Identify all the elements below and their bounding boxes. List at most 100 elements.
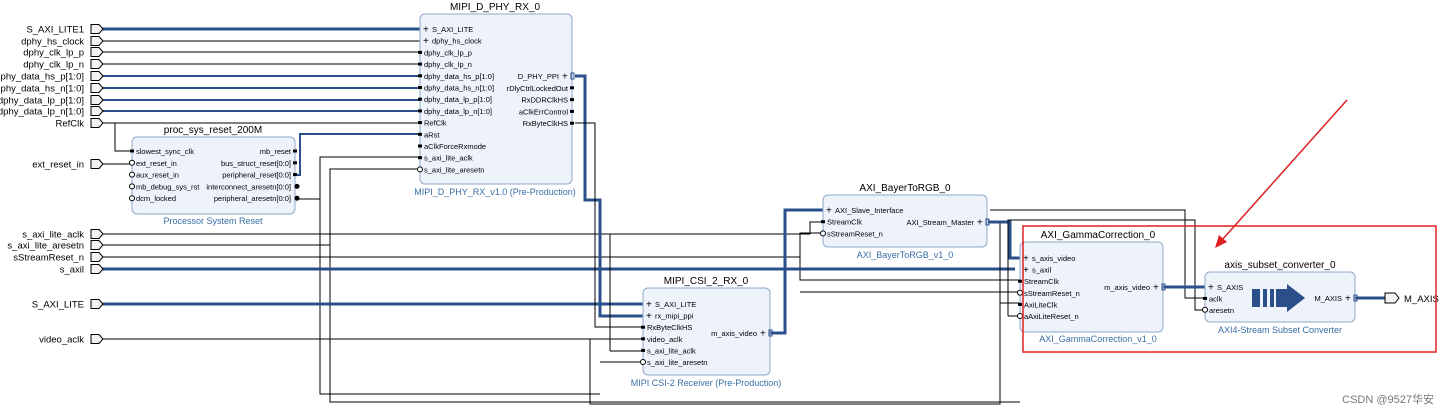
pin-s-axi-lite[interactable]: +S_AXI_LITE xyxy=(423,25,473,36)
pin-ext-reset-in[interactable]: ext_reset_in xyxy=(129,159,177,168)
input-port-shape xyxy=(90,252,104,262)
pin-s-axi-lite-aclk[interactable]: s_axi_lite_aclk xyxy=(641,346,696,355)
pin-dphy-clk-lp-p[interactable]: dphy_clk_lp_p xyxy=(418,48,472,57)
port-dphy-data-hs-p[interactable]: dphy_data_hs_p[1:0] xyxy=(0,71,104,83)
pin-s-axil[interactable]: +s_axil xyxy=(1023,265,1052,276)
inverted-pin-icon xyxy=(1202,306,1208,313)
input-port-shape xyxy=(90,299,104,309)
port-m-axis[interactable]: M_AXIS xyxy=(1384,292,1439,305)
pin-label: peripheral_reset[0:0] xyxy=(222,171,291,180)
port-sstreamreset-n[interactable]: sStreamReset_n xyxy=(13,252,104,264)
port-ext-reset-in[interactable]: ext_reset_in xyxy=(32,159,104,171)
port-label: dphy_data_hs_n[1:0] xyxy=(0,84,84,95)
port-video-aclk[interactable]: video_aclk xyxy=(39,334,104,346)
pin-aux-reset-in[interactable]: aux_reset_in xyxy=(129,171,179,180)
port-s-axi-lite[interactable]: S_AXI_LITE xyxy=(32,299,104,311)
inverted-pin-icon xyxy=(1017,289,1023,296)
bus-pin-marker xyxy=(1161,283,1166,291)
input-port-shape xyxy=(90,95,104,105)
pin-dphy-clk-lp-n[interactable]: dphy_clk_lp_n xyxy=(418,60,472,69)
port-s-axil[interactable]: s_axil xyxy=(60,264,104,276)
pin-axi-stream-master[interactable]: +AXI_Stream_Master xyxy=(906,218,990,229)
pin-m-axis-video[interactable]: +m_axis_video xyxy=(711,329,773,340)
block-axi-bayer-to-rgb[interactable]: AXI_BayerToRGB_0 +AXI_Slave_InterfaceStr… xyxy=(820,183,990,260)
block-axis-subset-converter[interactable]: axis_subset_converter_0 +S_AXISaclkarese… xyxy=(1202,260,1358,335)
block-mipi-csi2-rx[interactable]: MIPI_CSI_2_RX_0 +S_AXI_LITE+rx_mipi_ppiR… xyxy=(631,276,782,388)
pin-slowest-sync-clk[interactable]: slowest_sync_clk xyxy=(130,147,194,156)
port-dphy-data-lp-n[interactable]: dphy_data_lp_n[1:0] xyxy=(0,106,104,118)
pin-d-phy-ppi[interactable]: +D_PHY_PPI xyxy=(518,72,575,83)
block-subtitle: Processor System Reset xyxy=(163,216,263,226)
input-port-shape xyxy=(90,334,104,344)
pin-s-axi-lite-aresetn[interactable]: s_axi_lite_aresetn xyxy=(640,358,708,367)
pin-dphy-data-lp-p-1-0-[interactable]: dphy_data_lp_p[1:0] xyxy=(418,95,492,104)
pin-marker xyxy=(418,50,422,54)
pin-rdlyctrllockedout[interactable]: rDlyCtrlLockedOut xyxy=(507,84,574,93)
pin-bus-struct-reset-0-0-[interactable]: bus_struct_reset[0:0] xyxy=(221,159,297,168)
pin-s-axis-video[interactable]: +s_axis_video xyxy=(1023,254,1075,265)
pin-dphy-data-hs-p-1-0-[interactable]: dphy_data_hs_p[1:0] xyxy=(418,72,494,81)
block-title: AXI_GammaCorrection_0 xyxy=(1041,230,1156,241)
pin-axiliteclk[interactable]: AxiLiteClk xyxy=(1018,300,1058,309)
block-body xyxy=(642,287,771,376)
pin-mb-reset[interactable]: mb_reset xyxy=(260,147,297,156)
pin-dphy-hs-clock[interactable]: +dphy_hs_clock xyxy=(423,36,482,47)
port-refclk[interactable]: RefClk xyxy=(55,118,104,130)
port-dphy-hs-clock[interactable]: dphy_hs_clock xyxy=(21,36,104,48)
pin-sstreamreset-n[interactable]: sStreamReset_n xyxy=(820,229,883,238)
pin-s-axis[interactable]: +S_AXIS xyxy=(1208,283,1243,294)
port-dphy-data-lp-p[interactable]: dphy_data_lp_p[1:0] xyxy=(0,95,104,107)
pin-marker xyxy=(570,109,574,113)
pin-refclk[interactable]: RefClk xyxy=(418,119,447,128)
pin-peripheral-reset-0-0-[interactable]: peripheral_reset[0:0] xyxy=(222,171,297,180)
pin-interconnect-aresetn-0-0-[interactable]: interconnect_aresetn[0:0] xyxy=(206,182,300,191)
pin-video-aclk[interactable]: video_aclk xyxy=(641,335,683,344)
pin-arst[interactable]: aRst xyxy=(418,130,440,139)
port-dphy-clk-lp-p[interactable]: dphy_clk_lp_p xyxy=(23,47,104,59)
bus-pin-marker xyxy=(1353,294,1358,302)
pin-marker xyxy=(641,337,645,341)
port-s-axi-lite-aresetn[interactable]: s_axi_lite_aresetn xyxy=(7,240,104,252)
pin-label: dphy_data_hs_n[1:0] xyxy=(424,84,494,93)
port-dphy-clk-lp-n[interactable]: dphy_clk_lp_n xyxy=(23,59,104,71)
pin-dcm-locked[interactable]: dcm_locked xyxy=(129,194,177,203)
pin-rx-mipi-ppi[interactable]: +rx_mipi_ppi xyxy=(646,311,694,322)
pin-aaxilitereset-n[interactable]: aAxiLiteReset_n xyxy=(1017,312,1079,321)
block-mipi-dphy-rx[interactable]: MIPI_D_PHY_RX_0 +S_AXI_LITE+dphy_hs_cloc… xyxy=(414,2,576,197)
port-label: dphy_data_lp_n[1:0] xyxy=(0,107,84,118)
pin-label: m_axis_video xyxy=(711,329,757,338)
pin-s-axi-lite-aclk[interactable]: s_axi_lite_aclk xyxy=(418,154,473,163)
pin-s-axi-lite-aresetn[interactable]: s_axi_lite_aresetn xyxy=(417,165,485,174)
port-dphy-data-hs-n[interactable]: dphy_data_hs_n[1:0] xyxy=(0,83,104,95)
pin-label: dphy_clk_lp_p xyxy=(424,48,472,57)
pin-streamclk[interactable]: StreamClk xyxy=(821,218,862,227)
port-s-axi-lite1[interactable]: S_AXI_LITE1 xyxy=(26,24,104,36)
pin-mb-debug-sys-rst[interactable]: mb_debug_sys_rst xyxy=(129,182,201,191)
pin-aclkerrcontrol[interactable]: aClkErrControl xyxy=(519,107,574,116)
pin-rxddrclkhs[interactable]: RxDDRClkHS xyxy=(521,96,574,105)
pin-marker xyxy=(641,348,645,352)
pin-streamclk[interactable]: StreamClk xyxy=(1018,277,1059,286)
port-s-axi-lite-aclk[interactable]: s_axi_lite_aclk xyxy=(22,229,104,241)
pin-aclkforcerxmode[interactable]: aClkForceRxmode xyxy=(418,142,486,151)
pin-m-axis[interactable]: +M_AXIS xyxy=(1314,294,1358,305)
block-subtitle: AXI_BayerToRGB_v1_0 xyxy=(857,250,954,260)
block-proc-sys-reset[interactable]: proc_sys_reset_200M slowest_sync_clkext_… xyxy=(129,125,300,226)
pin-rxbyteclkhs[interactable]: RxByteClkHS xyxy=(523,119,574,128)
port-label: dphy_hs_clock xyxy=(21,37,84,48)
pin-rxbyteclkhs[interactable]: RxByteClkHS xyxy=(641,323,692,332)
pin-dphy-data-hs-n-1-0-[interactable]: dphy_data_hs_n[1:0] xyxy=(418,84,494,93)
block-axi-gamma-correction[interactable]: AXI_GammaCorrection_0 +s_axis_video+s_ax… xyxy=(1017,230,1166,344)
pin-sstreamreset-n[interactable]: sStreamReset_n xyxy=(1017,289,1080,298)
pin-s-axi-lite[interactable]: +S_AXI_LITE xyxy=(646,300,696,311)
pin-label: s_axi_lite_aresetn xyxy=(424,165,484,174)
pin-aclk[interactable]: aclk xyxy=(1203,294,1223,303)
block-title: AXI_BayerToRGB_0 xyxy=(859,183,951,194)
pin-dphy-data-lp-n-1-0-[interactable]: dphy_data_lp_n[1:0] xyxy=(418,107,492,116)
pin-axi-slave-interface[interactable]: +AXI_Slave_Interface xyxy=(826,206,903,217)
pin-peripheral-aresetn-0-0-[interactable]: peripheral_aresetn[0:0] xyxy=(214,194,300,203)
pin-aresetn[interactable]: aresetn xyxy=(1202,306,1235,315)
pin-m-axis-video[interactable]: +m_axis_video xyxy=(1104,283,1166,294)
block-title: MIPI_D_PHY_RX_0 xyxy=(450,2,540,13)
